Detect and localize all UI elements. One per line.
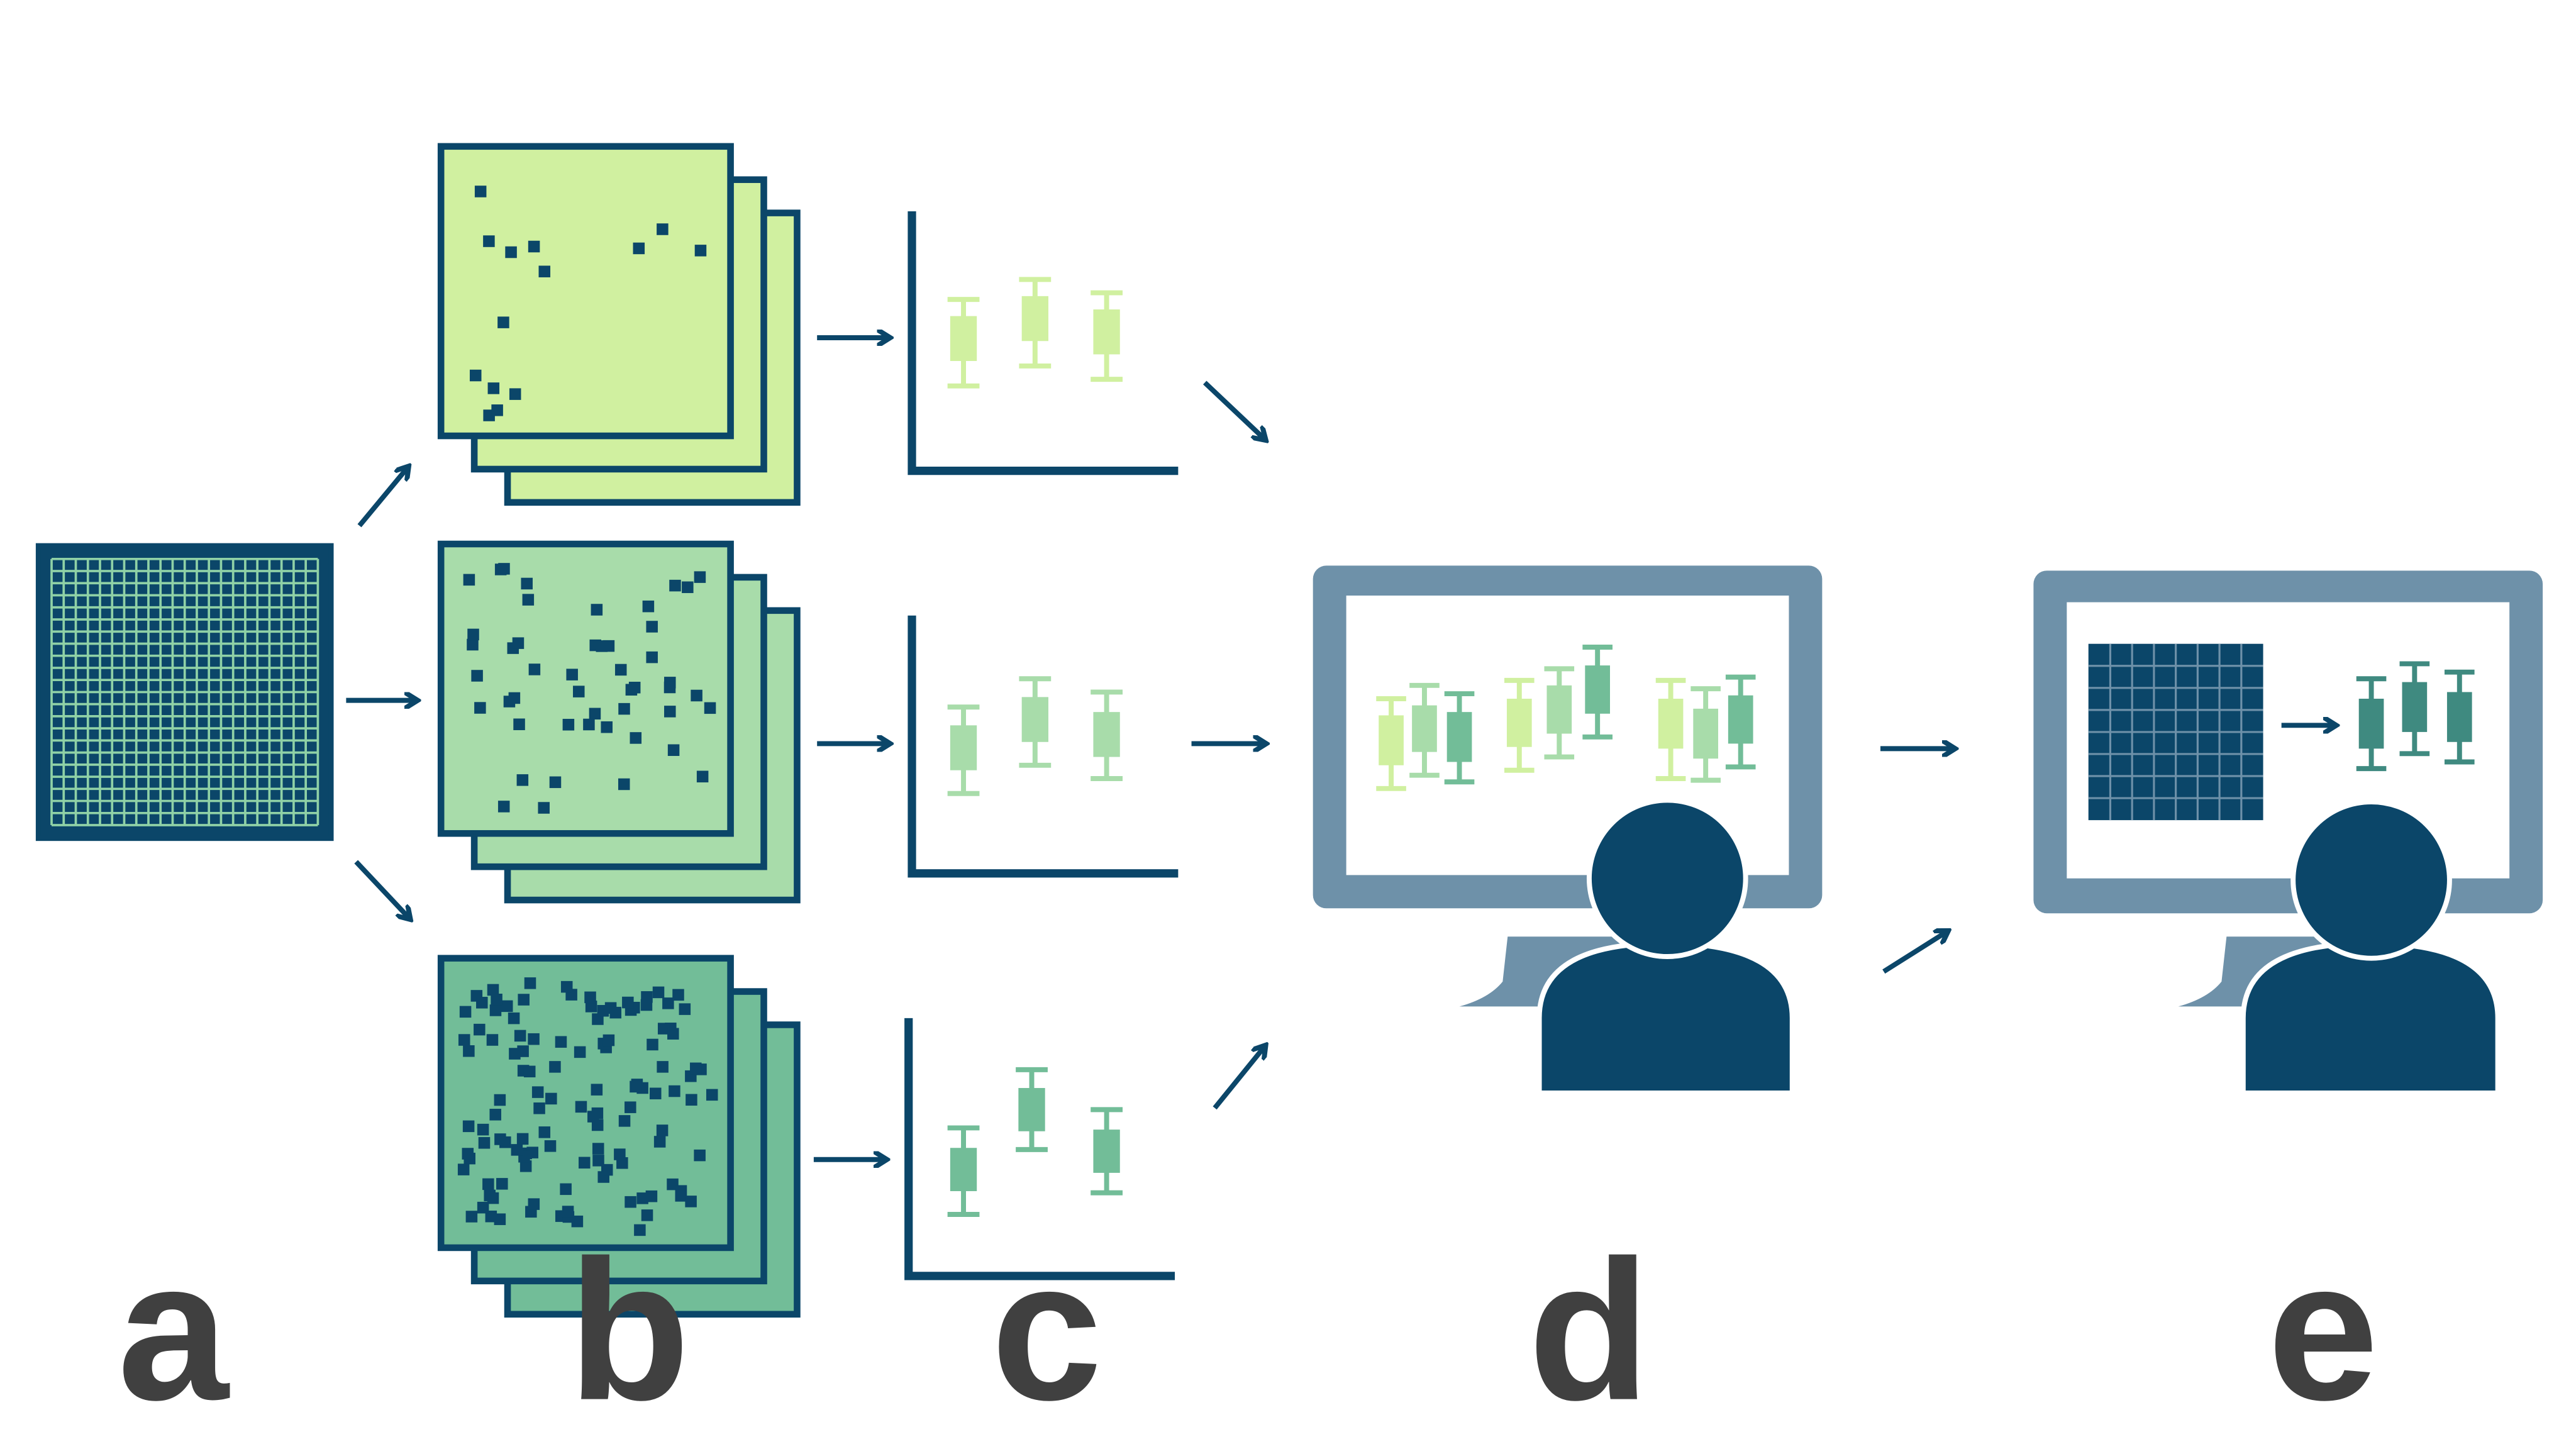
- boxplot-mark: [1376, 696, 1406, 791]
- panel-label-c: c: [991, 1219, 1102, 1442]
- boxplot-mark: [1019, 277, 1052, 369]
- grid-tile-icon: [50, 557, 319, 826]
- combined-boxplots: [1376, 645, 1756, 791]
- boxplot-chart-icon: [908, 615, 1179, 878]
- arrows-b-to-c: [813, 338, 889, 1160]
- boxplot-mark: [1091, 689, 1123, 781]
- boxplot-mark: [1409, 682, 1440, 778]
- person-icon: [2240, 799, 2501, 1096]
- boxplot-mark: [1091, 290, 1123, 382]
- boxplot-chart-icon: [908, 211, 1179, 475]
- panel-a-grid-tile: [35, 543, 334, 841]
- panel-b-sample-stacks: [437, 143, 801, 1318]
- panel-c-boxplot-charts: [904, 211, 1179, 1280]
- grid-tile-lines: [2088, 643, 2263, 821]
- panel-label-e: e: [2268, 1219, 2379, 1442]
- arrow-icon: [357, 467, 408, 528]
- boxplot-mark: [1725, 674, 1756, 770]
- boxplot-mark: [1019, 676, 1052, 768]
- boxplot-mark: [1655, 677, 1686, 781]
- boxplot-mark: [1016, 1067, 1048, 1152]
- panel-label-a: a: [118, 1219, 230, 1442]
- arrows-a-to-b: [346, 467, 416, 918]
- boxplot-mark: [947, 1125, 980, 1217]
- panel-d-monitor: [1313, 565, 1823, 1096]
- sample-stack-icon: [437, 143, 801, 506]
- boxplot-mark: [2444, 669, 2475, 765]
- boxplot-mark: [1091, 1107, 1123, 1196]
- boxplot-mark: [1690, 686, 1721, 783]
- panel-label-b: b: [568, 1219, 690, 1442]
- boxplot-mark: [1582, 645, 1613, 740]
- boxplot-mark: [947, 297, 980, 389]
- boxplot-mark: [1544, 666, 1575, 760]
- boxplot-mark: [2356, 676, 2387, 772]
- arrow-icon: [1882, 931, 1947, 974]
- arrow-icon: [354, 860, 409, 918]
- panel-label-d: d: [1528, 1219, 1650, 1442]
- arrow-icon: [1213, 1046, 1265, 1110]
- boxplot-mark: [947, 704, 980, 796]
- sample-stack-icon: [437, 955, 801, 1318]
- panel-labels: a b c d e: [118, 1219, 2379, 1442]
- panel-e-monitor: [2033, 570, 2543, 1096]
- sample-stack-icon: [437, 540, 801, 904]
- arrow-icon: [1202, 380, 1265, 439]
- arrows-d-to-e: [1880, 748, 1953, 974]
- boxplot-mark: [1444, 691, 1475, 785]
- arrows-c-to-d: [1191, 380, 1265, 1110]
- boxplot-chart-icon: [904, 1018, 1175, 1280]
- person-icon: [1536, 797, 1795, 1096]
- result-boxplots: [2356, 661, 2475, 772]
- boxplot-mark: [2399, 661, 2430, 757]
- boxplot-mark: [1504, 677, 1535, 773]
